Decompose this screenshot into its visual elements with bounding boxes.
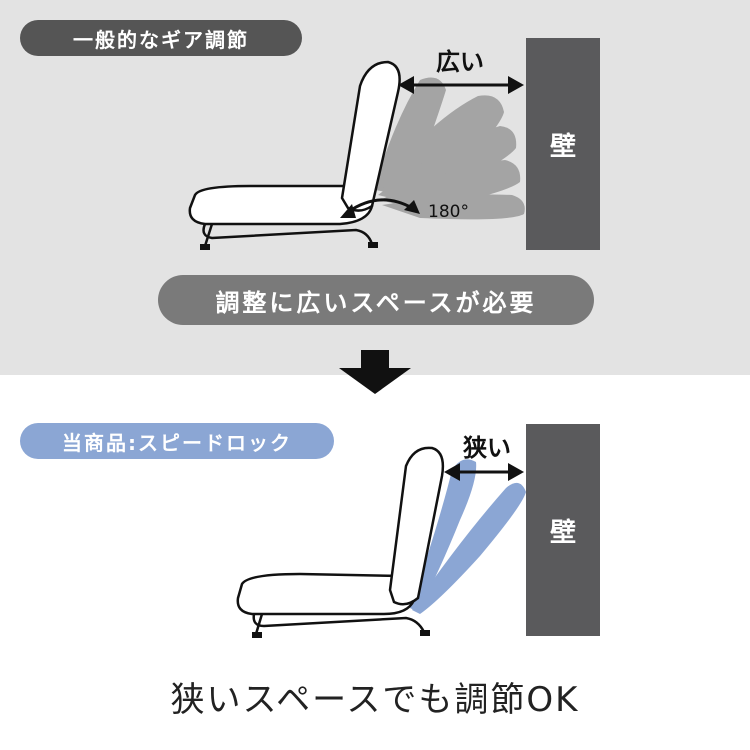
ghost-backrest-positions [410,459,526,614]
backrest [340,60,401,212]
down-arrow-icon [339,350,411,394]
seat-cushion [236,572,416,616]
top-section-label: 一般的なギア調節 [20,20,302,56]
wall-top: 壁 [526,38,600,250]
bottom-section-label: 当商品:スピードロック [20,423,334,459]
ghost-backrest-positions [375,77,525,220]
top-chair-illustration [188,60,525,250]
backrest [388,446,445,606]
footer-caption: 狭いスペースでも調節OK [170,680,580,720]
wide-space-arrow [398,76,524,94]
angle-label: 180° [428,202,469,222]
chair-leg [252,613,426,633]
chair-leg [202,223,374,245]
narrow-label: 狭い [463,434,511,462]
top-caption: 調整に広いスペースが必要 [158,275,594,325]
wide-label: 広い [436,48,484,76]
rotation-arrow [340,198,420,218]
narrow-space-arrow [444,463,524,481]
wall-bottom: 壁 [526,424,600,636]
